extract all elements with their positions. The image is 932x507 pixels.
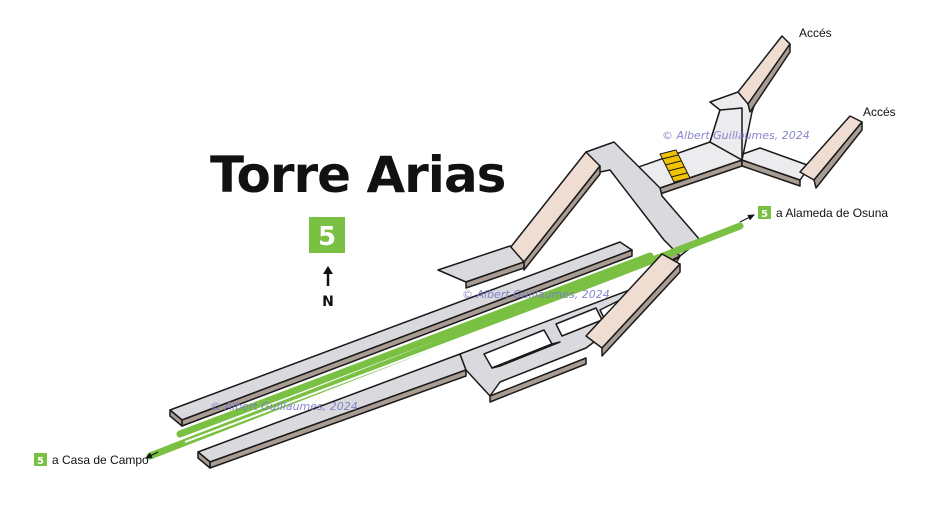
svg-text:5: 5: [761, 209, 768, 220]
svg-text:5: 5: [318, 222, 336, 252]
station-title: Torre Arias: [210, 146, 505, 204]
direction-east: 5 a Alameda de Osuna: [739, 206, 888, 223]
platform-south: [197, 353, 467, 469]
north-indicator: N: [322, 266, 334, 310]
access-ramp-2: [799, 115, 863, 189]
access-label-2: Accés: [863, 105, 896, 119]
direction-west: 5 a Casa de Campo: [34, 451, 159, 467]
ramp-south: [585, 253, 681, 357]
svg-text:a Alameda de Osuna: a Alameda de Osuna: [776, 206, 888, 220]
escalator-icon: [659, 149, 691, 183]
svg-text:a Casa de Campo: a Casa de Campo: [52, 453, 149, 467]
access-label-1: Accés: [799, 26, 832, 40]
svg-text:5: 5: [37, 456, 44, 467]
svg-text:N: N: [322, 294, 334, 310]
watermark-2: © Albert Guillaumes, 2024: [462, 288, 610, 301]
access-corridor-upper: [629, 91, 811, 195]
line-5-tracks: [146, 222, 744, 460]
access-ramp-1: [737, 35, 791, 113]
watermark-1: © Albert Guillaumes, 2024: [662, 129, 810, 142]
watermark-3: © Albert Guillaumes, 2024: [210, 400, 358, 413]
upper-branch: [437, 245, 525, 289]
platform-north: [169, 241, 633, 427]
line-badge: 5: [309, 217, 345, 253]
ramp-to-loop: [509, 151, 601, 271]
